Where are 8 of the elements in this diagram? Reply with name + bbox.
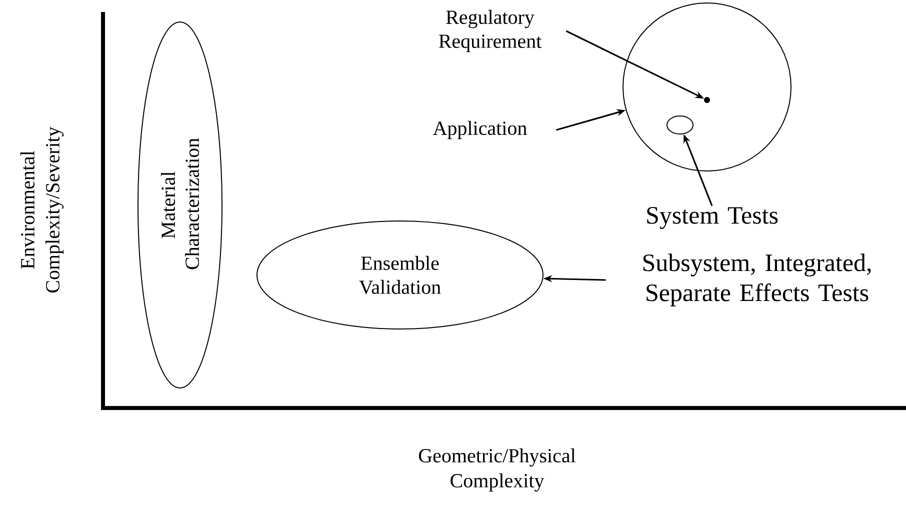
text-label: Application	[432, 120, 527, 140]
text-label: Subsystem, Integrated, Separate Effects Tests	[643, 254, 871, 306]
text-label: System Tests	[647, 207, 778, 229]
axis-label: Environmental Complexity/Severity	[20, 126, 64, 293]
text-label: Regulatory Requirement	[438, 10, 542, 52]
circle	[666, 116, 694, 134]
axis-label: Geometric/Physical Complexity	[418, 448, 576, 492]
circle	[622, 2, 792, 172]
